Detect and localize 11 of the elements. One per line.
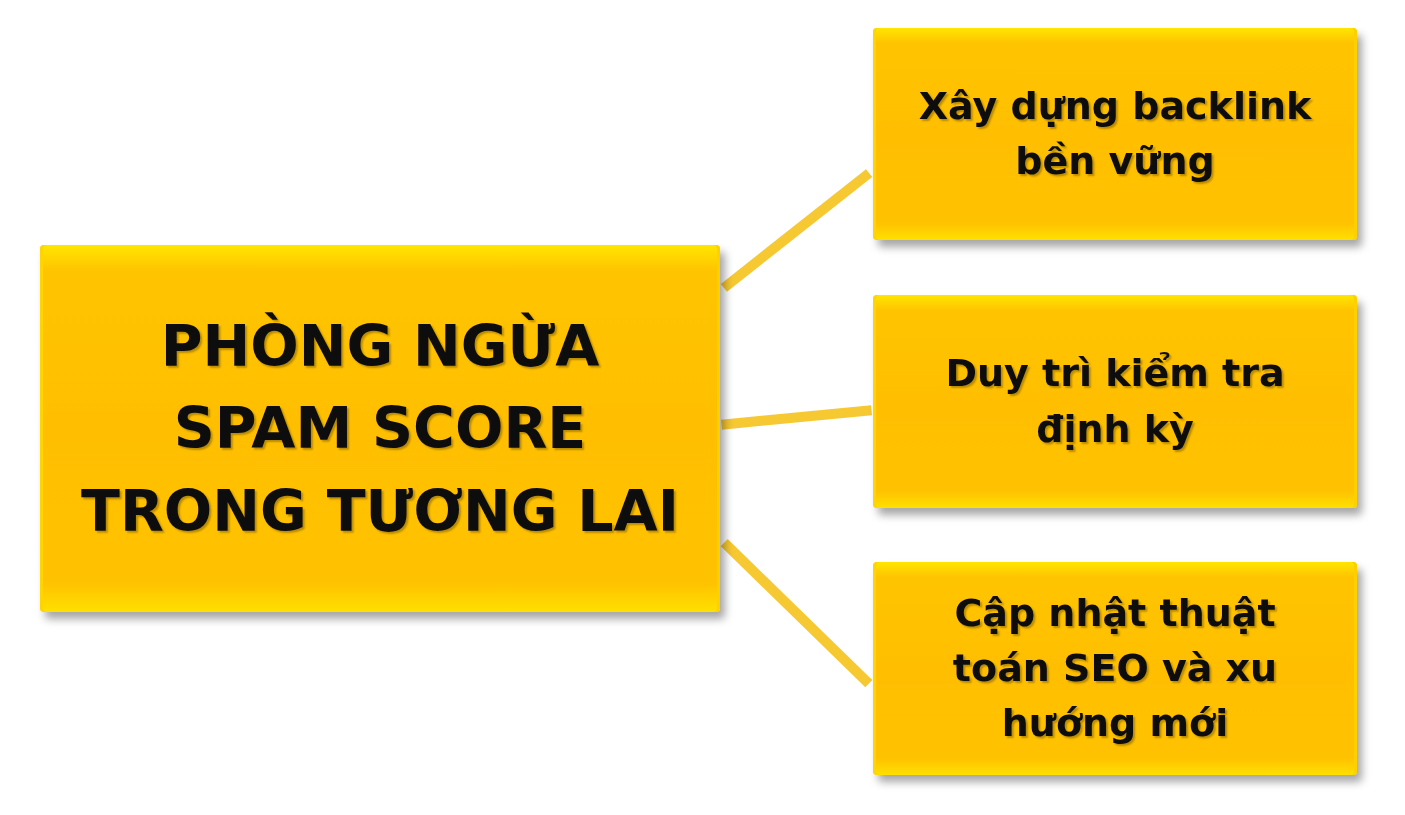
box-title: PHÒNG NGỪA SPAM SCORE TRONG TƯƠNG LAI [80,311,680,546]
connector-line [720,169,873,292]
box-text: Xây dựng backlink bền vững [917,82,1313,185]
box-text: Duy trì kiểm tra định kỳ [944,350,1286,453]
process-box [40,245,720,612]
connector-line [720,539,873,688]
process-box [873,562,1357,775]
connector-line [721,405,872,430]
box-text: Cập nhật thuật toán SEO và xu hướng mới [951,589,1279,748]
process-box [873,295,1357,508]
process-box [873,28,1357,240]
